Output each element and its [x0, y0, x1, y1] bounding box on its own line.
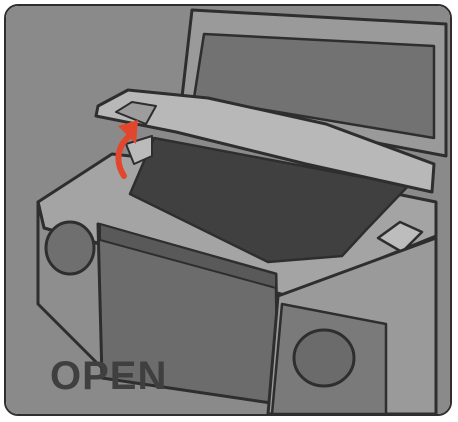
left-speaker — [46, 222, 94, 274]
caption-label: OPEN — [50, 356, 167, 396]
illustration-frame: OPEN — [4, 4, 452, 416]
right-speaker — [294, 330, 354, 386]
printer-illustration — [6, 6, 450, 414]
